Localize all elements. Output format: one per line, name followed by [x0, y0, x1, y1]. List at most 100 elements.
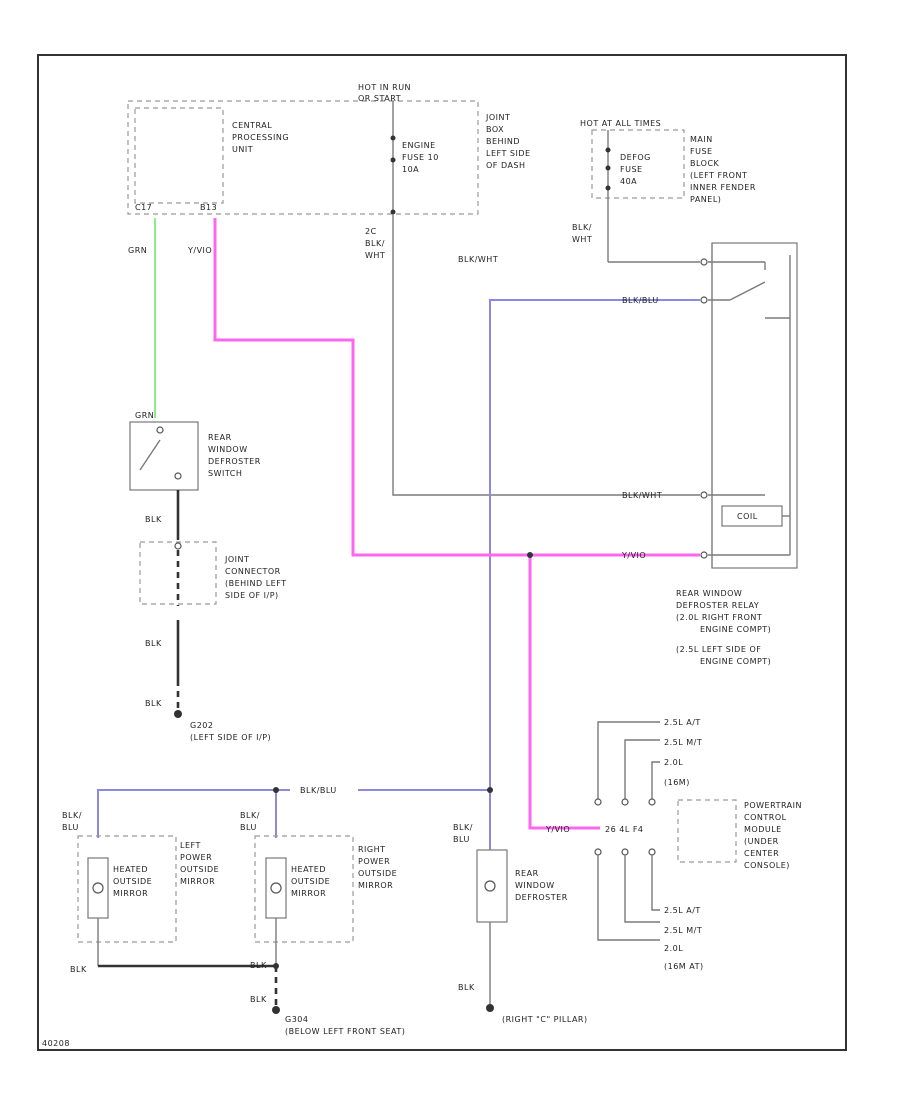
- pcm-wire-bottom-3: [597, 855, 660, 941]
- pcm-label-3: MODULE: [744, 825, 782, 834]
- blk-blu-a-2: BLU: [62, 823, 79, 832]
- relay-label-6: ENGINE COMPT): [700, 657, 771, 666]
- relay-coil-label: COIL: [737, 512, 758, 521]
- blk-blu-c-2: BLU: [453, 835, 470, 844]
- rear-switch-terminal-bottom: [174, 472, 182, 480]
- rear-switch-label-3: DEFROSTER: [208, 457, 261, 466]
- cpu-label-3: UNIT: [232, 145, 253, 154]
- left-power-mirror-label-1: LEFT: [180, 841, 201, 850]
- pcm-wire-top-1: [597, 721, 660, 800]
- engine-fuse-bottom-dot: [390, 157, 396, 163]
- rear-switch-label-1: REAR: [208, 433, 232, 442]
- cpu-label-2: PROCESSING: [232, 133, 289, 142]
- right-c-pillar-label: (RIGHT "C" PILLAR): [502, 1015, 588, 1024]
- blk-label-3: BLK: [145, 699, 162, 708]
- pcm-wire-top-3: [651, 761, 660, 800]
- blk-label-1: BLK: [145, 515, 162, 524]
- cpu-pin-left: C17: [135, 203, 152, 212]
- main-fuse-block-outline: [591, 129, 685, 199]
- rear-defroster-label-1: REAR: [515, 869, 539, 878]
- hot-in-run-label-2: OR START: [358, 94, 401, 103]
- main-fuse-label-4: (LEFT FRONT: [690, 171, 747, 180]
- pcm-wire-yvio-label: Y/VIO: [545, 825, 570, 834]
- main-fuse-label-5: INNER FENDER: [690, 183, 756, 192]
- pcm-wire-top-2: [624, 739, 660, 800]
- pcm-top-label-4: (16M): [664, 778, 690, 787]
- hot-in-run-label: HOT IN RUN: [358, 83, 411, 92]
- wire-blk-blu-relay-label: BLK/BLU: [622, 296, 659, 305]
- right-power-mirror-label-2: POWER: [358, 857, 390, 866]
- left-heated-mirror-label-3: MIRROR: [113, 889, 148, 898]
- relay-label-1: REAR WINDOW: [676, 589, 742, 598]
- left-heated-mirror-label-1: HEATED: [113, 865, 148, 874]
- rear-switch-terminal-top: [156, 426, 164, 434]
- defog-fuse-label-2: FUSE: [620, 165, 643, 174]
- blue-wire-bottom: [97, 789, 491, 855]
- wire-blk-wht-top-label: BLK/WHT: [458, 255, 498, 264]
- pcm-label-5: CENTER: [744, 849, 779, 858]
- right-heated-mirror-label-1: HEATED: [291, 865, 326, 874]
- pcm-bottom-label-1: 2.5L A/T: [664, 906, 701, 915]
- defog-fuse-bottom-dot: [605, 165, 611, 171]
- left-mirror-heater-symbol: [92, 882, 104, 894]
- rear-window-switch-box: [129, 421, 199, 491]
- defog-fuse-exit-dot: [605, 185, 611, 191]
- joint-connector-label-1: JOINT: [224, 555, 249, 564]
- corner-code: 40208: [42, 1039, 70, 1048]
- right-power-mirror-label-1: RIGHT: [358, 845, 386, 854]
- pcm-wire-bottom-2: [624, 855, 660, 923]
- rear-defroster-heater-symbol: [484, 880, 496, 892]
- joint-connector-label-4: SIDE OF I/P): [225, 591, 279, 600]
- blk-left-label: BLK: [70, 965, 87, 974]
- right-heated-mirror-label-3: MIRROR: [291, 889, 326, 898]
- main-fuse-label-3: BLOCK: [690, 159, 720, 168]
- pcm-terminal-top-1: [594, 798, 602, 806]
- joint-box-outline: [127, 100, 479, 215]
- fuse-wire-label-1: BLK/: [572, 223, 592, 232]
- g304-label-1: G304: [285, 1015, 308, 1024]
- joint-connector-label-3: (BEHIND LEFT: [225, 579, 287, 588]
- pcm-terminal-bottom-2: [621, 848, 629, 856]
- fuse-wire-label-2: WHT: [572, 235, 592, 244]
- joint-box-label-4: LEFT SIDE: [486, 149, 531, 158]
- pink-wire-to-pcm: [528, 555, 600, 830]
- pcm-bottom-label-4: (16M AT): [664, 962, 704, 971]
- c-pillar-ground-dot: [486, 1004, 494, 1012]
- rear-defroster-label-2: WINDOW: [515, 881, 555, 890]
- g202-label-1: G202: [190, 721, 213, 730]
- left-mirror-outline: [77, 835, 177, 943]
- wire-yvio-relay-label: Y/VIO: [621, 551, 646, 560]
- rear-switch-pin-label: GRN: [135, 411, 154, 420]
- left-power-mirror-label-2: POWER: [180, 853, 212, 862]
- pcm-wire-bottom-1: [651, 855, 660, 911]
- engine-fuse-to-relay-wire: [392, 214, 700, 496]
- pcm-outline: [677, 799, 737, 863]
- pcm-top-label-3: 2.0L: [664, 758, 683, 767]
- rear-switch-label-4: SWITCH: [208, 469, 242, 478]
- right-power-mirror-label-3: OUTSIDE: [358, 869, 397, 878]
- left-power-mirror-label-3: OUTSIDE: [180, 865, 219, 874]
- pink-junction: [527, 552, 533, 558]
- joint-box-label-5: OF DASH: [486, 161, 526, 170]
- rear-switch-arm: [139, 439, 161, 471]
- joint-connector-label-2: CONNECTOR: [225, 567, 281, 576]
- relay-terminal-2: [700, 296, 708, 304]
- blk-mid2-label: BLK: [250, 995, 267, 1004]
- relay-label-4: ENGINE COMPT): [700, 625, 771, 634]
- g304-ground-dot: [272, 1006, 280, 1014]
- joint-box-exit-dot: [390, 209, 396, 215]
- rear-switch-label-2: WINDOW: [208, 445, 248, 454]
- wire-blk-wht-left-1: BLK/: [365, 239, 385, 248]
- relay-terminal-4: [700, 551, 708, 559]
- pcm-terminal-top-2: [621, 798, 629, 806]
- blk-blu-bottom-label: BLK/BLU: [300, 786, 337, 795]
- pcm-pins-label: 26 4L F4: [605, 825, 644, 834]
- left-heated-mirror-label-2: OUTSIDE: [113, 877, 152, 886]
- engine-fuse-label-1: ENGINE: [402, 141, 436, 150]
- blk-blu-c-1: BLK/: [453, 823, 473, 832]
- pcm-bottom-label-3: 2.0L: [664, 944, 683, 953]
- blue-junction-1: [273, 787, 279, 793]
- relay-switch-arm: [729, 281, 766, 301]
- pcm-top-label-1: 2.5L A/T: [664, 718, 701, 727]
- relay-terminal-3: [700, 491, 708, 499]
